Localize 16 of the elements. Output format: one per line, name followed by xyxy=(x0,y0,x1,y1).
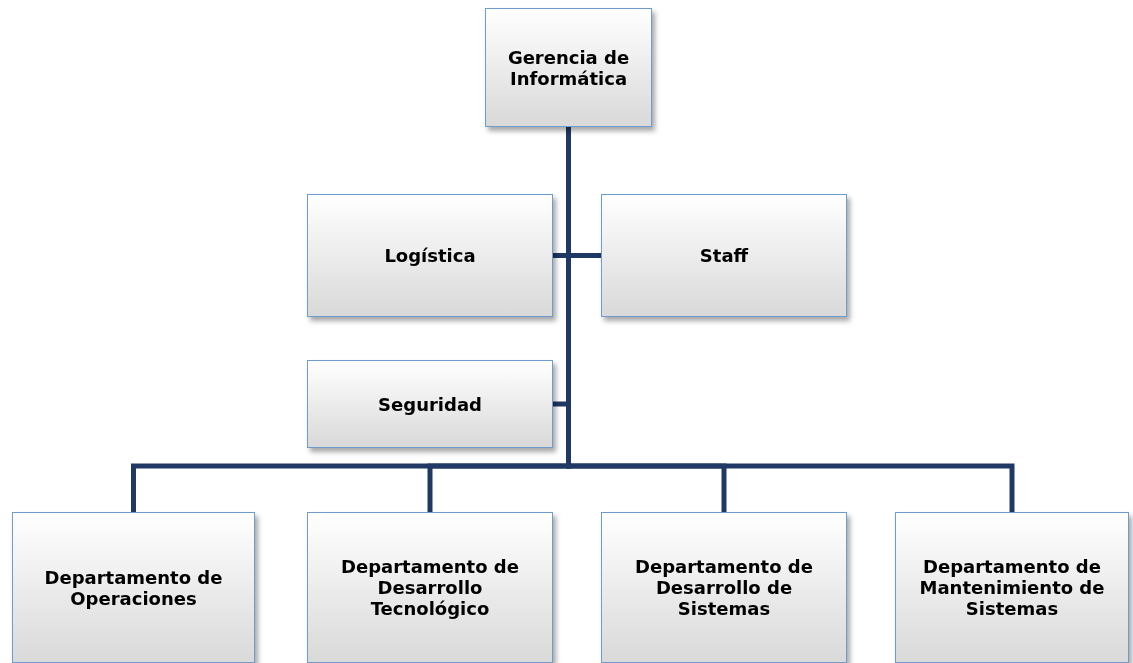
org-box xyxy=(895,512,1129,663)
box-label: Departamento de Desarrollo de Sistemas xyxy=(634,556,814,619)
box-label: Gerencia de Informática xyxy=(506,46,631,89)
org-box xyxy=(601,512,847,663)
box-label: Seguridad xyxy=(377,393,483,415)
org-box xyxy=(307,360,553,448)
box-label: Staff xyxy=(698,245,750,266)
org-box xyxy=(12,512,255,663)
box-label: Departamento de Desarrollo Tecnológico xyxy=(340,556,520,619)
box-label: Departamento de Mantenimiento de Sistemas xyxy=(918,556,1106,619)
box-label: Logística xyxy=(383,245,477,266)
box-label: Departamento de Operaciones xyxy=(43,566,224,609)
org-box xyxy=(307,194,553,317)
org-box xyxy=(485,8,652,127)
org-box xyxy=(601,194,847,317)
org-box xyxy=(307,512,553,663)
